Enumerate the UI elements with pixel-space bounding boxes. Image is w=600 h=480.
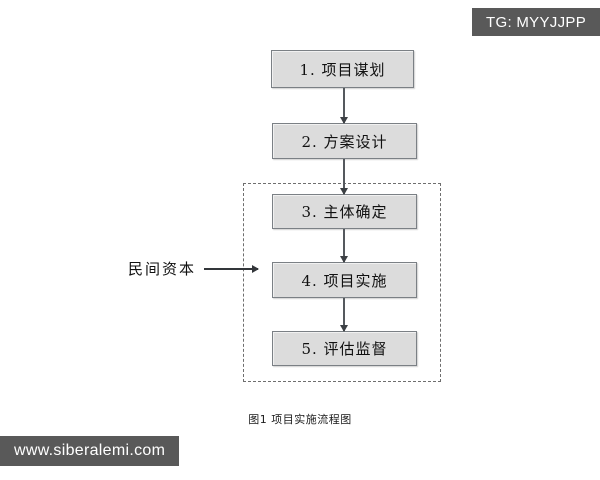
flow-node-2: 2. 方案设计 [272, 123, 417, 159]
flow-node-1: 1. 项目谋划 [271, 50, 414, 88]
side-annotation-label: 民间资本 [128, 260, 197, 278]
arrow-right-icon [204, 264, 260, 273]
flow-node-1-label: 1. 项目谋划 [299, 60, 386, 79]
arrow-down-icon-2 [340, 159, 348, 195]
flow-node-4: 4. 项目实施 [272, 262, 417, 298]
watermark-badge-top-right: TG: MYYJJPP [472, 8, 600, 36]
dashed-group-region [243, 183, 441, 382]
figure-caption: 图1 项目实施流程图 [248, 413, 352, 426]
arrow-down-icon-4 [340, 298, 348, 332]
arrow-down-icon-3 [340, 229, 348, 263]
flow-node-3-label: 3. 主体确定 [301, 203, 388, 221]
side-annotation: 民间资本 [128, 258, 260, 279]
arrow-down-icon-1 [340, 88, 348, 124]
watermark-badge-bottom-left: www.siberalemi.com [0, 436, 180, 466]
flow-node-5-label: 5. 评估监督 [301, 340, 388, 358]
flow-node-2-label: 2. 方案设计 [301, 132, 388, 151]
flow-node-3: 3. 主体确定 [272, 194, 417, 229]
flow-node-4-label: 4. 项目实施 [301, 271, 388, 290]
flow-node-5: 5. 评估监督 [272, 331, 417, 366]
